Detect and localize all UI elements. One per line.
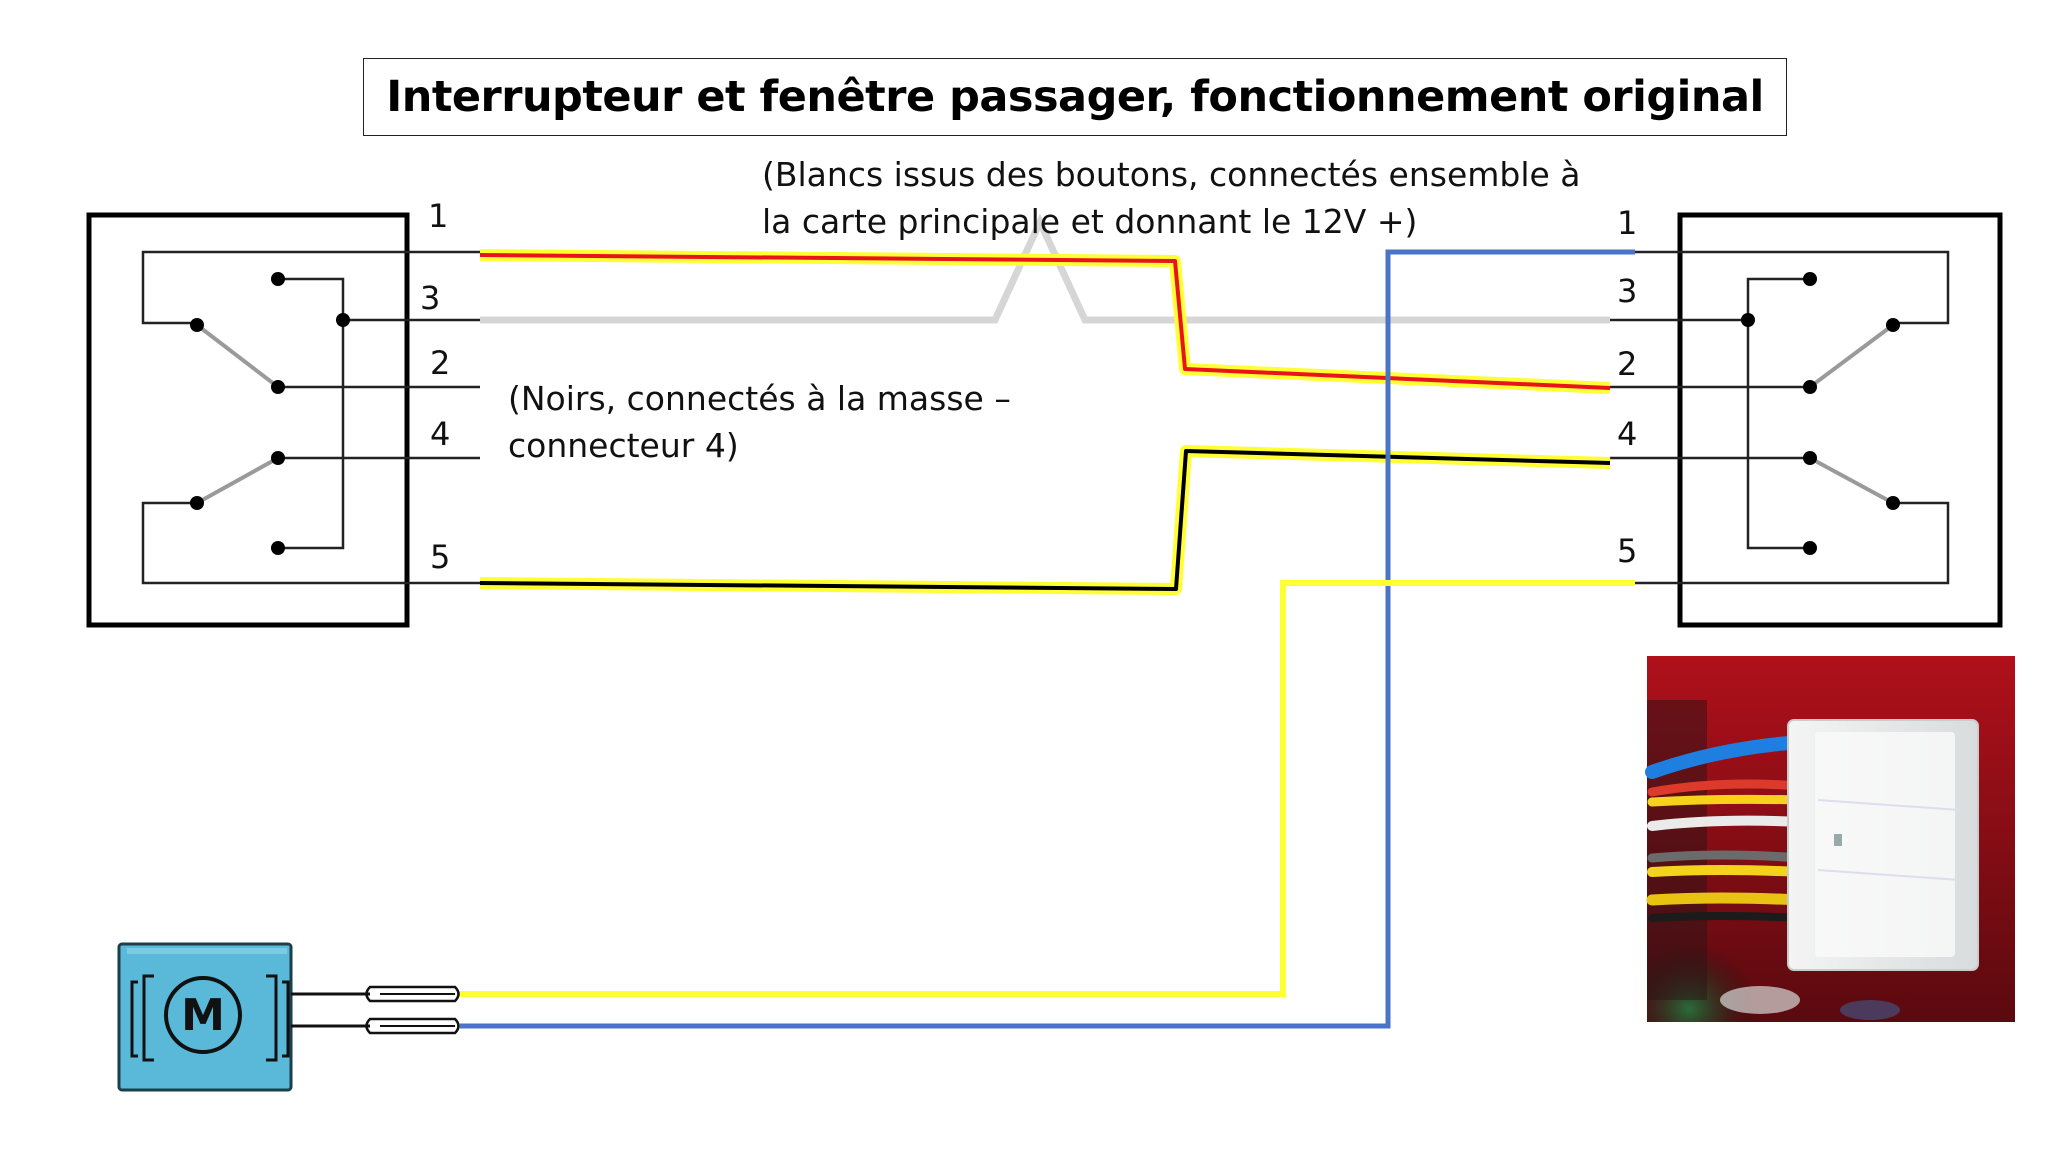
left-pin-5: 5 [430, 538, 450, 576]
left-pin-2: 2 [430, 344, 450, 382]
left-pin-1: 1 [428, 197, 448, 235]
right-pin-3: 3 [1617, 272, 1637, 310]
right-pin-numbers: 1 3 2 4 5 [1617, 204, 1637, 570]
yellow-wire [460, 580, 1635, 997]
connector-photo [1645, 656, 2015, 1022]
right-switch [1610, 212, 2003, 628]
black-wire [479, 445, 1611, 595]
motor-icon: M [117, 942, 460, 1092]
right-pin-1: 1 [1617, 204, 1637, 242]
left-pin-4: 4 [430, 415, 450, 453]
black-wires-note: (Noirs, connectés à la masse – connecteu… [508, 379, 1011, 465]
white-wires-note: (Blancs issus des boutons, connectés ens… [762, 155, 1581, 241]
blue-wire [460, 249, 1635, 1029]
left-pin-3: 3 [420, 279, 440, 317]
red-wire [479, 249, 1611, 394]
right-pin-2: 2 [1617, 345, 1637, 383]
page-title: Interrupteur et fenêtre passager, foncti… [386, 72, 1764, 122]
title-box: Interrupteur et fenêtre passager, foncti… [363, 58, 1787, 136]
motor-label: M [181, 990, 225, 1041]
right-pin-5: 5 [1617, 532, 1637, 570]
left-switch [86, 212, 480, 628]
white-wire [480, 213, 1610, 324]
right-pin-4: 4 [1617, 415, 1637, 453]
left-pin-numbers: 1 3 2 4 5 [420, 197, 450, 576]
